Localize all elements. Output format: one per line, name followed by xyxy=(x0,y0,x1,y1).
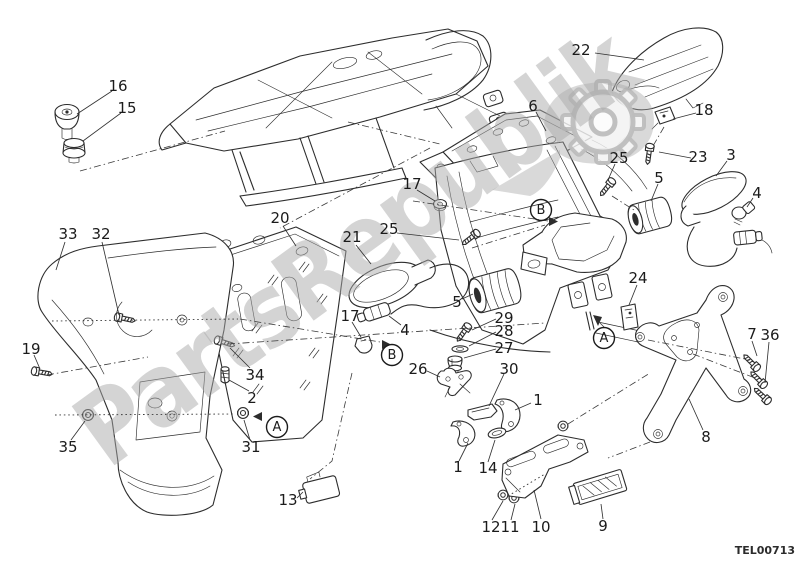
part-rubber-cap-16 xyxy=(54,103,80,140)
callout-13: 13 xyxy=(278,491,297,509)
part-grommet-15 xyxy=(62,137,86,164)
part-screw-23 xyxy=(642,142,656,166)
callout-34: 34 xyxy=(245,366,264,384)
part-nut-12 xyxy=(497,489,509,501)
callout-25: 25 xyxy=(379,220,398,238)
callout-9: 9 xyxy=(598,517,608,535)
callout-12: 12 xyxy=(481,518,500,536)
callout-23: 23 xyxy=(688,148,707,166)
watermark-blob-tail xyxy=(492,150,560,196)
part-arm-1-left xyxy=(450,420,476,447)
svg-text:B: B xyxy=(388,348,397,363)
callout-16: 16 xyxy=(108,77,127,95)
part-bulb-4 xyxy=(731,201,756,226)
callout-1: 1 xyxy=(533,391,543,409)
part-clip-17a xyxy=(432,198,448,212)
callout-10: 10 xyxy=(531,518,550,536)
callout-32: 32 xyxy=(91,225,110,243)
view-marker-B: B xyxy=(529,198,553,222)
callout-5: 5 xyxy=(654,169,664,187)
part-clip-24 xyxy=(620,303,639,331)
part-connector-4c xyxy=(356,302,391,323)
callout-24: 24 xyxy=(628,269,647,287)
arrow-right-icon xyxy=(549,217,558,226)
callout-18: 18 xyxy=(694,101,713,119)
part-washer-28 xyxy=(451,345,469,353)
part-clip-17b xyxy=(354,335,373,354)
drawing-code: TEL00713 xyxy=(735,544,795,557)
part-plate-light-housing xyxy=(520,212,627,276)
part-tail-light-22 xyxy=(611,27,724,111)
arrow-left-icon xyxy=(253,412,262,421)
callout-36: 36 xyxy=(760,326,779,344)
part-arm-1-right xyxy=(494,398,521,433)
callout-6: 6 xyxy=(528,97,538,115)
part-mount-27 xyxy=(447,355,463,377)
callout-19: 19 xyxy=(21,340,40,358)
svg-text:A: A xyxy=(600,331,609,346)
view-marker-A: A xyxy=(265,415,289,439)
part-screw-7 xyxy=(740,351,763,374)
part-clip-18 xyxy=(651,106,676,130)
part-bracket-8 xyxy=(635,285,752,444)
callout-35: 35 xyxy=(58,438,77,456)
callout-1: 1 xyxy=(453,458,463,476)
part-bolt-19 xyxy=(30,365,54,379)
part-turn-signal-21 xyxy=(348,259,470,323)
callout-17: 17 xyxy=(402,175,421,193)
construction-lines xyxy=(46,121,756,497)
part-stud-2 xyxy=(220,366,230,384)
view-arrows xyxy=(253,217,602,421)
part-connector-3-wire xyxy=(761,239,773,254)
part-hinge-brackets xyxy=(567,273,641,343)
callout-14: 14 xyxy=(478,459,497,477)
callout-8: 8 xyxy=(701,428,711,446)
part-bracket-10 xyxy=(501,434,589,499)
callout-30: 30 xyxy=(499,360,518,378)
callout-27: 27 xyxy=(494,339,513,357)
callout-22: 22 xyxy=(571,41,590,59)
view-marker-B: B xyxy=(380,343,404,367)
leader-lines xyxy=(33,52,770,521)
part-connector-3 xyxy=(733,229,763,246)
part-box-13 xyxy=(298,471,341,504)
arrow-right-icon xyxy=(382,340,391,349)
callout-7: 7 xyxy=(747,325,757,343)
view-markers-layer: A A B B xyxy=(265,198,616,439)
part-mudguard-32-33 xyxy=(37,232,235,516)
gear-icon xyxy=(560,79,646,165)
part-turn-signal-3 xyxy=(680,171,747,267)
callout-4: 4 xyxy=(400,321,410,339)
arrow-upleft-icon xyxy=(593,315,602,326)
part-link-30 xyxy=(467,403,498,421)
callout-21: 21 xyxy=(342,228,361,246)
callout-3: 3 xyxy=(726,146,736,164)
callout-4: 4 xyxy=(752,184,762,202)
part-grommet-5-center xyxy=(468,268,522,314)
part-nut-10 xyxy=(557,420,569,432)
part-reflector-9 xyxy=(568,469,628,505)
callout-31: 31 xyxy=(241,438,260,456)
part-bracket-26 xyxy=(436,358,472,398)
svg-text:B: B xyxy=(537,203,546,218)
callout-5: 5 xyxy=(452,293,462,311)
part-screw-25-right xyxy=(596,175,618,199)
callout-11: 11 xyxy=(500,518,519,536)
callout-20: 20 xyxy=(270,209,289,227)
callout-15: 15 xyxy=(117,99,136,117)
part-spacer-14 xyxy=(487,427,507,439)
callout-25: 25 xyxy=(609,149,628,167)
svg-text:A: A xyxy=(273,420,282,435)
callout-2: 2 xyxy=(247,389,257,407)
callout-29: 29 xyxy=(494,309,513,327)
callout-17: 17 xyxy=(340,307,359,325)
callout-33: 33 xyxy=(58,225,77,243)
view-marker-A: A xyxy=(592,326,616,350)
part-grommet-5-right xyxy=(627,196,673,235)
callout-28: 28 xyxy=(494,322,513,340)
callout-26: 26 xyxy=(408,360,427,378)
